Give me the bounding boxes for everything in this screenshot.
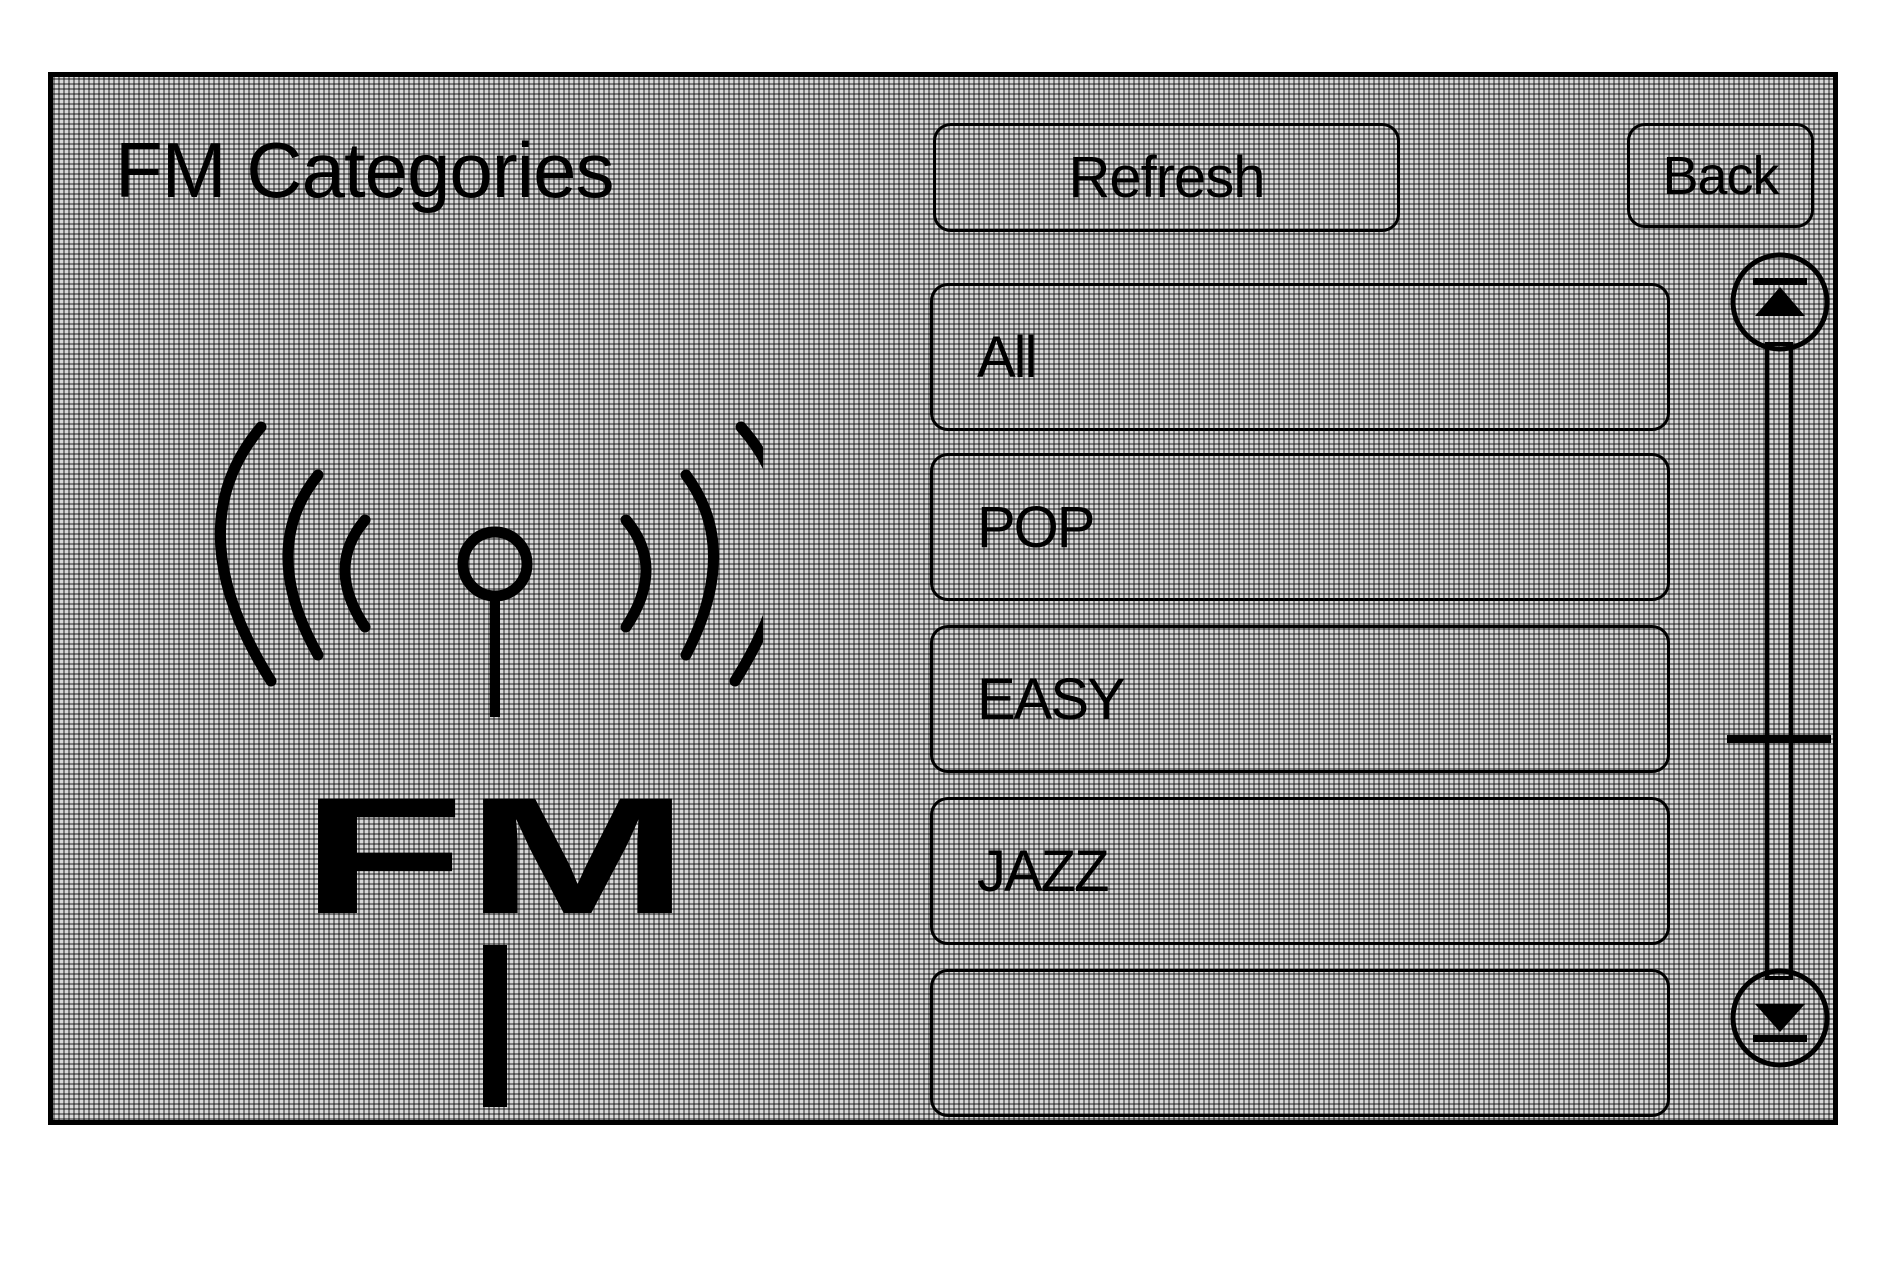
back-button[interactable]: Back — [1627, 123, 1814, 228]
category-label: All — [977, 324, 1037, 390]
page-title: FM Categories — [115, 126, 614, 214]
scrollbar[interactable] — [1725, 252, 1835, 1072]
scroll-up-button[interactable] — [1727, 252, 1833, 352]
refresh-button[interactable]: Refresh — [933, 123, 1400, 232]
scroll-down-button[interactable] — [1727, 968, 1833, 1068]
radio-screen: FM Categories Refresh Back FM Al — [48, 72, 1838, 1125]
fm-logo-text: FM — [300, 764, 690, 949]
scroll-down-icon — [1730, 968, 1830, 1068]
category-item-jazz[interactable]: JAZZ — [930, 797, 1670, 945]
scroll-track — [1765, 342, 1793, 980]
category-label: EASY — [977, 666, 1126, 732]
category-item-pop[interactable]: POP — [930, 453, 1670, 601]
category-item-empty[interactable] — [930, 969, 1670, 1117]
scroll-up-icon — [1730, 252, 1830, 352]
category-label: JAZZ — [977, 838, 1110, 904]
scroll-thumb — [1727, 735, 1831, 743]
category-label: POP — [977, 494, 1095, 560]
category-item-all[interactable]: All — [930, 283, 1670, 431]
fm-antenna-icon: FM — [203, 417, 790, 1117]
category-item-easy[interactable]: EASY — [930, 625, 1670, 773]
